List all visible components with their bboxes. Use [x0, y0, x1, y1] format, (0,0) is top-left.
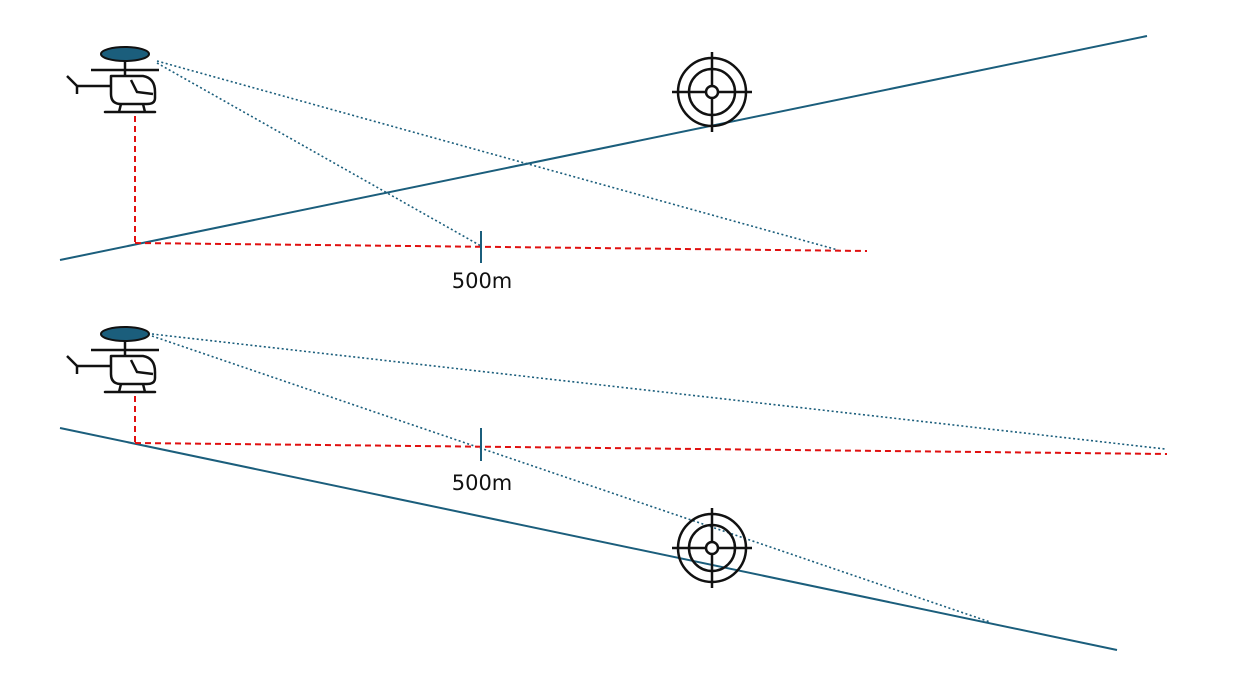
- helicopter-icon: [65, 325, 161, 394]
- downslope-horizontal-reference: [134, 442, 1168, 455]
- upslope-horizontal-reference: [134, 242, 868, 252]
- crosshair-target-icon: [670, 506, 754, 590]
- upslope-sightline-short: [156, 62, 482, 247]
- helicopter-icon: [65, 45, 161, 114]
- upslope-distance-label: 500m: [452, 269, 513, 293]
- downslope-terrain-line: [59, 427, 1118, 651]
- downslope-panel: 500m: [59, 325, 1168, 651]
- upslope-panel: 500m: [59, 35, 1148, 293]
- downslope-distance-label: 500m: [452, 471, 513, 495]
- downslope-sightline-short: [151, 335, 991, 623]
- upslope-sightline-long: [156, 60, 839, 251]
- upslope-terrain-line: [59, 35, 1148, 261]
- downslope-sightline-long: [151, 333, 1166, 450]
